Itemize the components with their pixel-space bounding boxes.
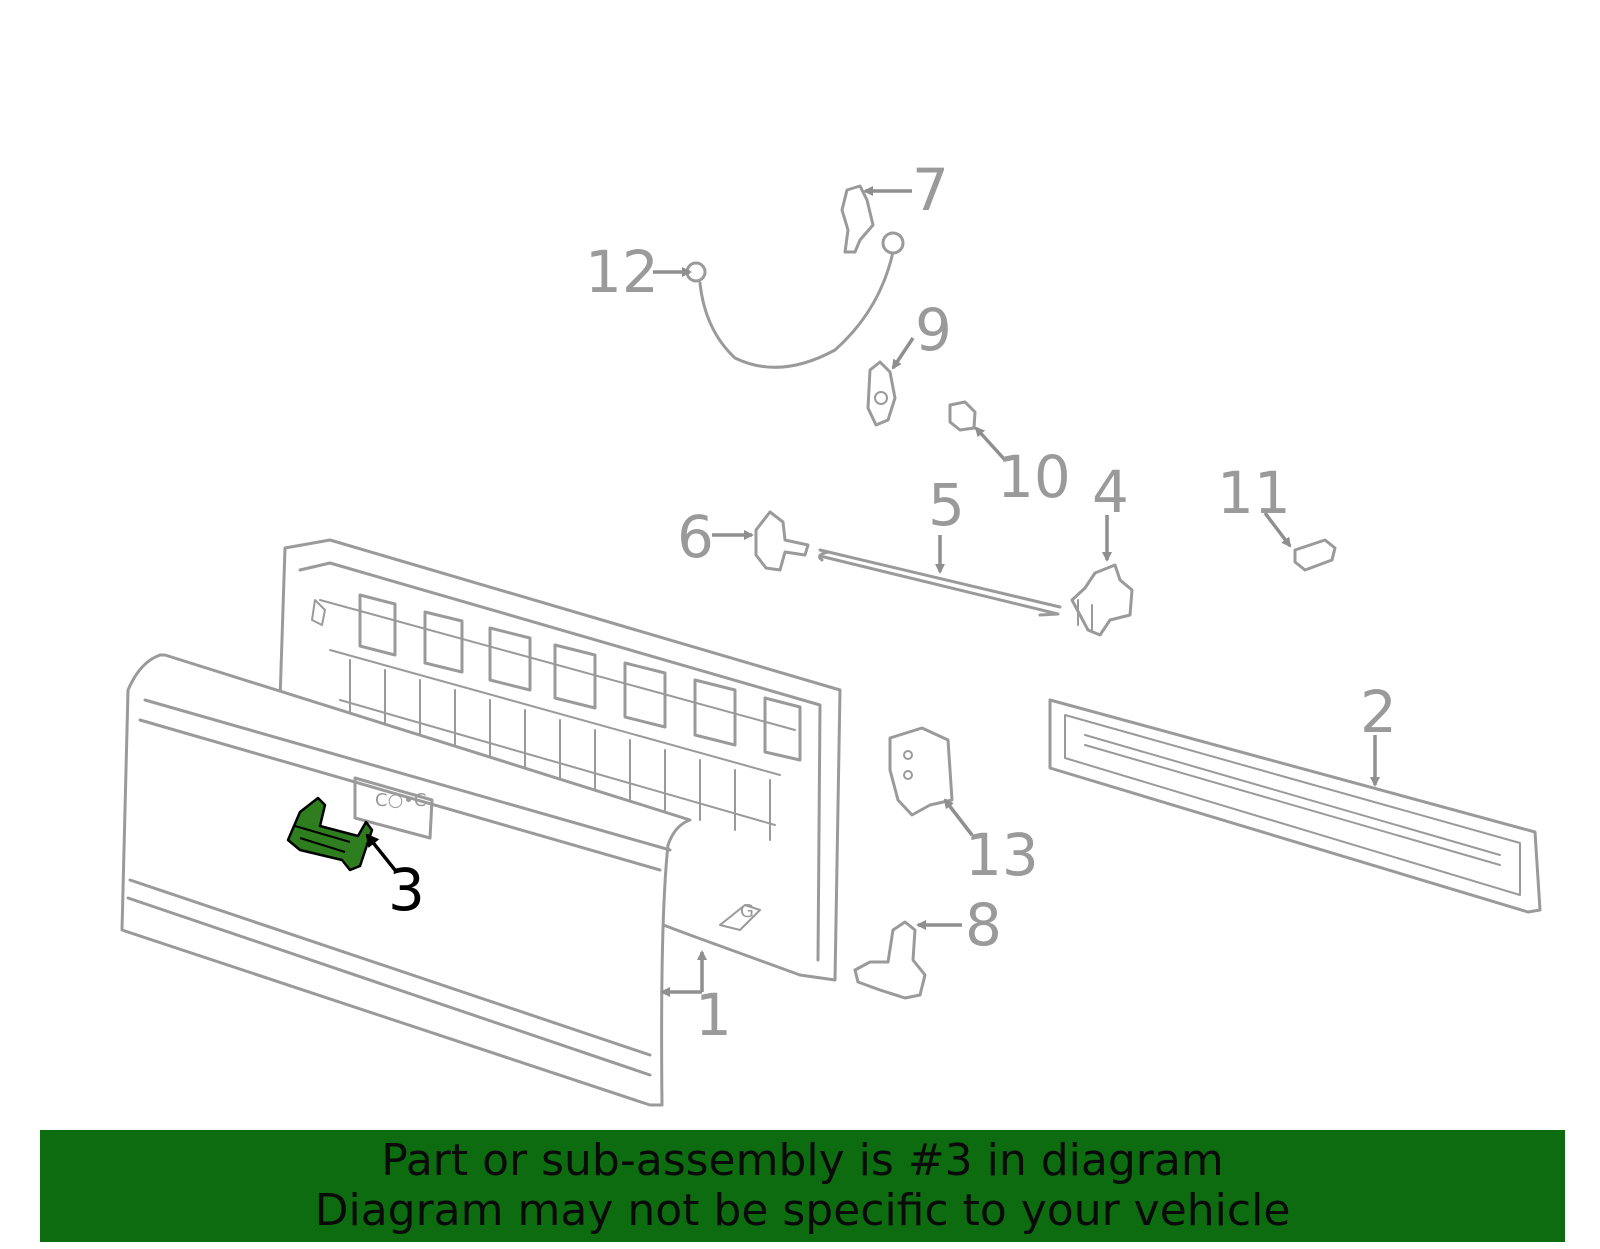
callout-12: 12 [585,238,659,306]
part-10-bushing [948,400,977,432]
callout-4: 4 [1092,458,1129,526]
svg-text:C○•C: C○•C [375,790,426,811]
part-12-cable [685,231,905,369]
callout-labels: 7 12 9 10 5 4 11 6 2 13 3 8 1 [388,156,1397,1049]
part-9-pivot [866,360,897,427]
banner-line-2: Diagram may not be specific to your vehi… [314,1185,1291,1236]
callout-5: 5 [928,471,965,539]
tailgate-inner-panel: G [278,538,842,982]
banner-line-1: Part or sub-assembly is #3 in diagram [381,1135,1224,1186]
part-3-handle-highlight [286,796,374,872]
callout-7: 7 [912,156,949,224]
leader-arrows [365,186,1380,997]
callout-11: 11 [1217,459,1291,527]
callout-6: 6 [677,503,714,571]
info-banner: Part or sub-assembly is #3 in diagram Di… [40,1130,1565,1242]
part-13-bracket [888,726,954,817]
part-8-hinge [853,920,927,1000]
part-4-latch [1070,563,1134,637]
callout-3: 3 [388,856,425,924]
callout-13: 13 [965,821,1039,889]
callout-8: 8 [965,891,1002,959]
part-2-trim-strip [1048,698,1542,914]
tailgate-outer-panel: C○•C [120,653,692,1107]
svg-text:G: G [740,901,754,922]
callout-9: 9 [915,296,952,364]
part-5-rod [818,548,1062,617]
callout-2: 2 [1360,678,1397,746]
part-11-clip [1293,538,1337,572]
callout-1: 1 [695,981,732,1049]
part-7-bracket [840,184,875,254]
part-6-striker [754,510,810,572]
callout-10: 10 [997,443,1071,511]
